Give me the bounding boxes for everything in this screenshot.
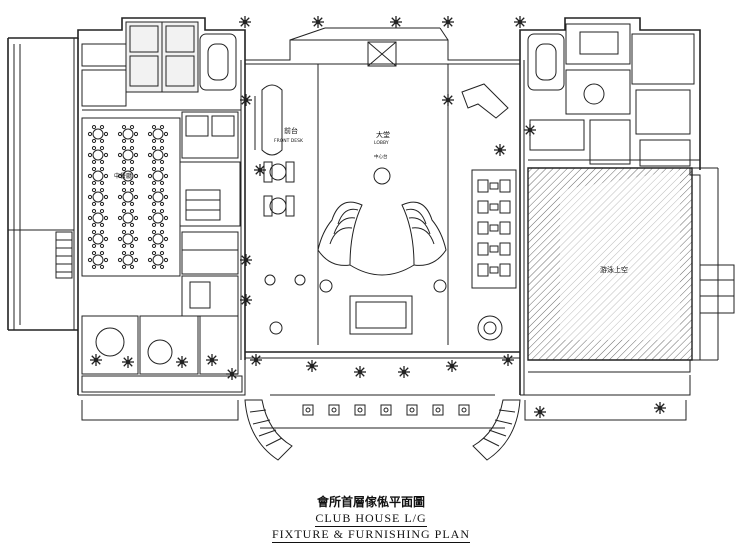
dining-table xyxy=(117,145,139,165)
dining-table xyxy=(147,145,169,165)
label-dining: 中餐廳 xyxy=(114,172,132,180)
entrance-stair-right xyxy=(472,399,521,461)
entrance-column xyxy=(328,404,340,416)
label-lobby-en: LOBBY xyxy=(374,140,389,146)
palm-symbol xyxy=(226,368,238,380)
dining-table xyxy=(87,208,109,228)
dining-table xyxy=(147,229,169,249)
palm-symbol xyxy=(446,360,458,372)
right-wing-walls xyxy=(519,17,701,395)
plan-title-en-2-text: FIXTURE & FURNISHING PLAN xyxy=(271,527,470,543)
dining-table xyxy=(117,166,139,186)
service-core xyxy=(179,111,241,317)
palm-symbol xyxy=(390,16,402,28)
entrance-column xyxy=(458,404,470,416)
palm-symbol xyxy=(239,16,251,28)
dining-table xyxy=(117,187,139,207)
palm-symbol xyxy=(398,366,410,378)
plan-title-english-line-1: CLUB HOUSE L/G xyxy=(0,511,742,527)
palm-symbol xyxy=(176,356,188,368)
palm-symbol xyxy=(312,16,324,28)
palm-symbol xyxy=(306,360,318,372)
private-dining xyxy=(81,315,243,393)
palm-symbol xyxy=(494,144,506,156)
palm-symbol xyxy=(122,356,134,368)
palm-symbol xyxy=(254,164,266,176)
palm-symbol xyxy=(240,254,252,266)
palm-symbol xyxy=(442,94,454,106)
right-terrace xyxy=(520,375,691,421)
dining-table xyxy=(147,166,169,186)
grand-staircase xyxy=(317,167,447,293)
dining-table xyxy=(117,229,139,249)
left-terrace xyxy=(8,44,74,325)
plan-title-english-line-2: FIXTURE & FURNISHING PLAN xyxy=(0,527,742,543)
dining-table xyxy=(87,166,109,186)
entrance-column xyxy=(302,404,314,416)
entrance-column xyxy=(354,404,366,416)
plan-title-chinese: 會所首層傢俬平面圖 xyxy=(316,495,425,509)
palm-symbol xyxy=(514,16,526,28)
dining-table xyxy=(117,124,139,144)
palm-symbol xyxy=(654,402,666,414)
palm-symbol xyxy=(524,124,536,136)
lobby-lounge-left xyxy=(263,161,306,335)
dining-table xyxy=(117,250,139,270)
entrance-column xyxy=(432,404,444,416)
entrance-colonnade xyxy=(260,394,505,429)
entrance-column xyxy=(406,404,418,416)
front-desk xyxy=(254,84,283,156)
pool-void xyxy=(527,167,735,373)
entrance-column xyxy=(380,404,392,416)
palm-symbol xyxy=(90,354,102,366)
plan-title-en-1-text: CLUB HOUSE L/G xyxy=(315,511,427,527)
lounge-sofa-set xyxy=(477,179,511,193)
left-top-rooms xyxy=(81,21,241,119)
entrance-stair-left xyxy=(244,399,293,461)
lounge-sofa-set xyxy=(477,200,511,214)
palm-symbol xyxy=(442,16,454,28)
palm-symbol xyxy=(206,354,218,366)
palm-symbol xyxy=(240,94,252,106)
dining-table xyxy=(87,229,109,249)
dining-table xyxy=(147,124,169,144)
dining-table xyxy=(147,250,169,270)
lobby-walls xyxy=(245,27,520,359)
lobby-bar xyxy=(461,83,517,341)
palm-symbol xyxy=(240,294,252,306)
dining-table xyxy=(147,187,169,207)
dining-hall xyxy=(81,117,181,277)
lounge-sofa-set xyxy=(477,263,511,277)
lounge-sofa-set xyxy=(477,242,511,256)
label-pool-void: 游泳上空 xyxy=(600,265,628,274)
plant-symbols xyxy=(90,16,666,418)
label-center: 中心台 xyxy=(374,153,388,160)
palm-symbol xyxy=(502,354,514,366)
label-front-desk-en: FRONT DESK xyxy=(274,138,304,144)
dining-table xyxy=(117,208,139,228)
concierge-box xyxy=(349,295,413,335)
floor-plan-drawing: 前台 FRONT DESK 大堂 LOBBY 中心台 中餐廳 游泳上空 xyxy=(7,16,735,461)
dining-table xyxy=(87,124,109,144)
left-wing-walls xyxy=(7,17,246,421)
label-lobby-cn: 大堂 xyxy=(376,130,390,139)
label-front-desk-cn: 前台 xyxy=(284,126,298,135)
palm-symbol xyxy=(250,354,262,366)
dining-table xyxy=(87,145,109,165)
dining-table xyxy=(147,208,169,228)
lounge-sofa-set xyxy=(477,221,511,235)
dining-table xyxy=(87,250,109,270)
palm-symbol xyxy=(534,406,546,418)
palm-symbol xyxy=(354,366,366,378)
dining-table xyxy=(87,187,109,207)
